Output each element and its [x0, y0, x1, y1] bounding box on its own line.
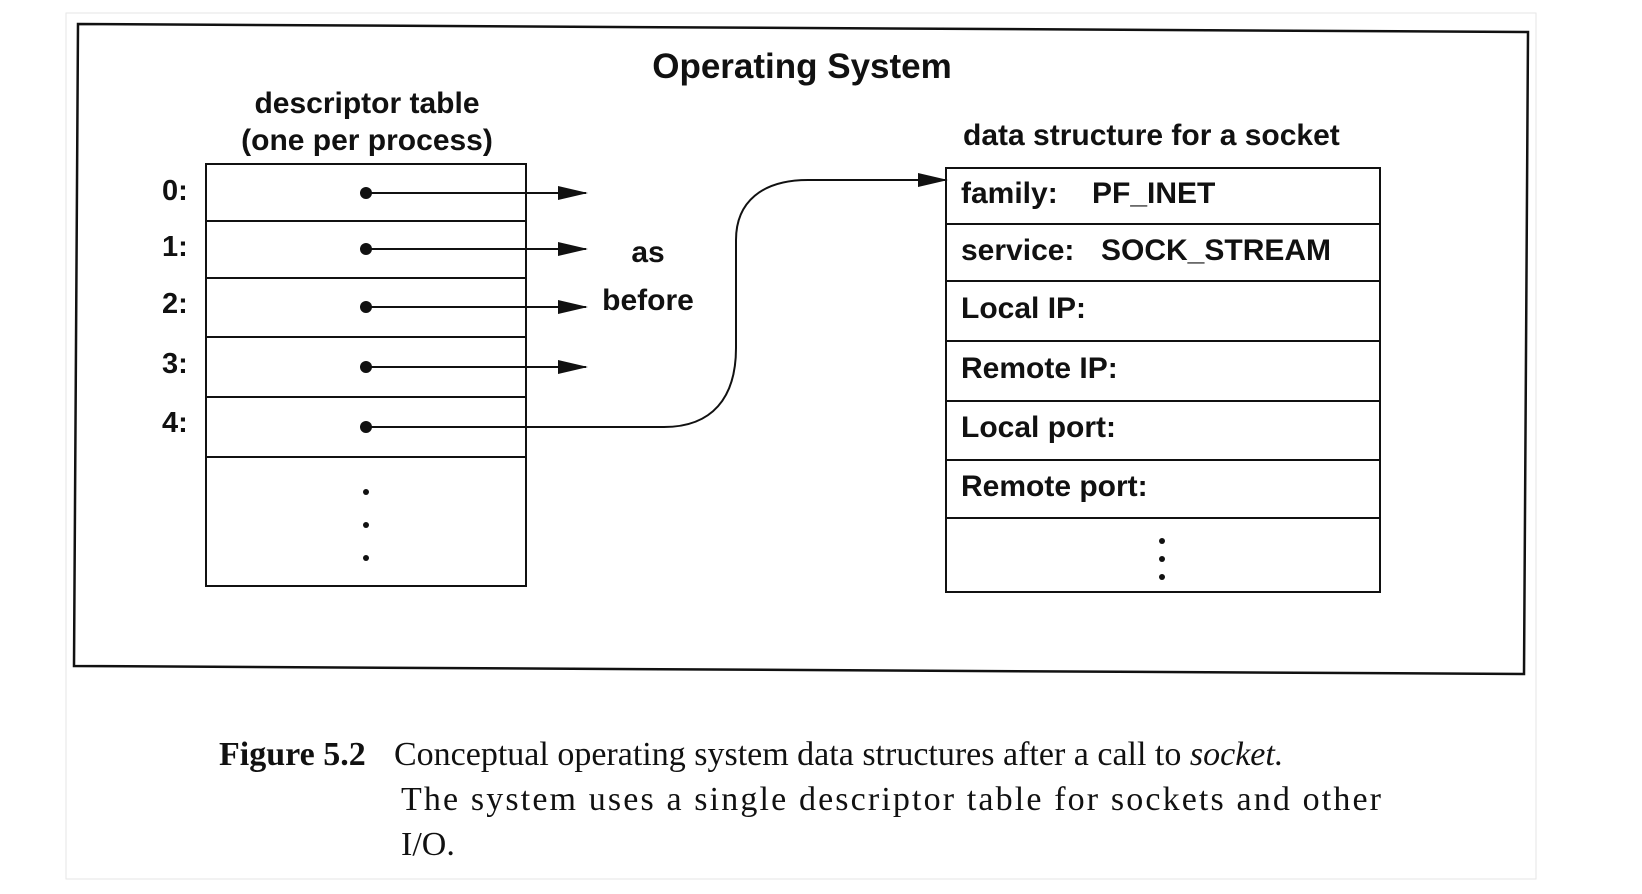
caption-line-3: I/O.	[401, 826, 455, 863]
as-before-line1: as	[631, 236, 664, 269]
operating-system-frame	[72, 22, 1530, 676]
descriptor-index-4: 4:	[162, 407, 188, 439]
descriptor-index-1: 1:	[162, 231, 188, 263]
caption-line-2: The system uses a single descriptor tabl…	[401, 781, 1382, 818]
socket-field-value: SOCK_STREAM	[1101, 234, 1331, 267]
ellipsis-dot	[363, 555, 369, 561]
socket-field-value: PF_INET	[1092, 177, 1215, 210]
socket-field-local-ip: Local IP:	[961, 292, 1086, 325]
ellipsis-dot	[1159, 574, 1165, 580]
ellipsis-dot	[1159, 556, 1165, 562]
descriptor-table: 0: 1: 2: 3: 4:	[162, 163, 527, 587]
socket-field-remote-ip: Remote IP:	[961, 352, 1118, 385]
descriptor-table-heading-line1: descriptor table	[254, 87, 479, 120]
descriptor-table-heading-line2: (one per process)	[241, 124, 493, 157]
socket-structure-box	[945, 167, 1381, 593]
descriptor-index-3: 3:	[162, 348, 188, 380]
descriptor-table-box	[205, 163, 527, 587]
socket-field-remote-port: Remote port:	[961, 470, 1148, 503]
caption-italic-term: socket.	[1190, 736, 1283, 773]
socket-structure-heading: data structure for a socket	[963, 119, 1340, 152]
page-frame	[65, 12, 1537, 880]
socket-field-label: family:	[961, 177, 1058, 210]
socket-field-family: family: PF_INET	[961, 177, 1215, 210]
caption-text: Conceptual operating system data structu…	[394, 736, 1190, 773]
ellipsis-dot	[363, 522, 369, 528]
socket-structure-table: family: PF_INET service: SOCK_STREAM Local…	[945, 167, 1381, 593]
socket-field-local-port: Local port:	[961, 411, 1116, 444]
caption-label: Figure 5.2	[219, 736, 366, 773]
caption-line-1: Figure 5.2 Conceptual operating system da…	[219, 736, 1283, 773]
operating-system-title: Operating System	[652, 47, 952, 86]
descriptor-index-2: 2:	[162, 288, 188, 320]
figure-caption: Figure 5.2 Conceptual operating system da…	[219, 736, 1382, 863]
ellipsis-dot	[363, 489, 369, 495]
ellipsis-dot	[1159, 538, 1165, 544]
as-before-line2: before	[602, 284, 694, 317]
socket-field-service: service: SOCK_STREAM	[961, 234, 1331, 267]
socket-field-label: service:	[961, 234, 1074, 267]
descriptor-index-0: 0:	[162, 175, 188, 207]
socket-pointer-arrow	[366, 173, 948, 428]
